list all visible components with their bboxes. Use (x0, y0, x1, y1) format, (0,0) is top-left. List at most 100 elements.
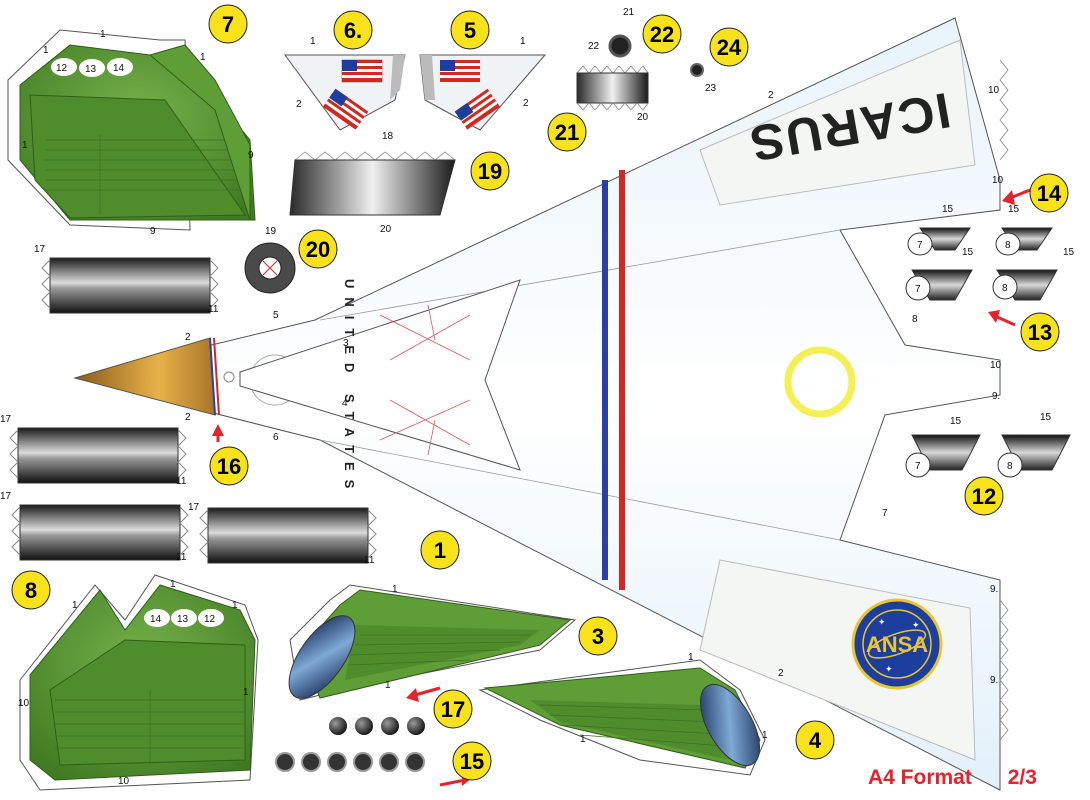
sheet-footer: A4 Format 2/3 (868, 766, 1037, 790)
lbl: 3 (343, 338, 349, 349)
lbl: 10 (18, 698, 30, 709)
svg-text:4: 4 (809, 728, 822, 753)
svg-text:6.: 6. (344, 18, 362, 43)
lbl: 15 (950, 416, 962, 427)
part-22-disc (608, 34, 632, 58)
lbl: 7 (882, 508, 888, 519)
lbl: 17 (188, 502, 200, 513)
svg-text:15: 15 (460, 749, 484, 774)
callout-24: 24 (709, 27, 749, 67)
callout-17: 17 (433, 689, 473, 729)
lbl: 8 (1002, 283, 1008, 294)
svg-text:13: 13 (1028, 320, 1052, 345)
lbl: 1 (392, 584, 398, 595)
format-label: A4 Format (868, 766, 972, 789)
lbl: 7 (917, 240, 923, 251)
svg-text:22: 22 (650, 22, 674, 47)
logo-text: ANSA (866, 632, 928, 657)
lbl: 1 (72, 600, 78, 611)
lbl: 9. (992, 391, 1000, 402)
us-flag (454, 88, 501, 130)
part-15-rings (275, 752, 425, 772)
callout-19: 19 (470, 151, 510, 191)
svg-text:17: 17 (441, 697, 465, 722)
exhaust-tube-top (41, 257, 219, 314)
svg-text:3: 3 (592, 624, 604, 649)
svg-text:12: 12 (972, 484, 996, 509)
lbl: 23 (705, 83, 717, 94)
lbl: 18 (382, 131, 394, 142)
part-21-small-tube (576, 65, 649, 111)
callout-3: 3 (578, 616, 618, 656)
us-flag (342, 60, 382, 82)
lbl: 1 (243, 687, 249, 698)
lbl: 20 (637, 112, 649, 123)
lbl: 2 (185, 412, 191, 423)
lbl: 17 (34, 244, 46, 255)
callout-21: 21 (547, 112, 587, 152)
lbl: 2 (523, 98, 529, 109)
ansa-logo: ANSA ✦ ✦ ✦ (851, 598, 943, 690)
us-flag (322, 88, 369, 130)
lbl: 11 (176, 552, 187, 563)
lbl: 20 (380, 224, 392, 235)
lbl: 8 (1007, 461, 1013, 472)
lbl: 1 (688, 652, 694, 663)
lbl: 7 (915, 461, 921, 472)
svg-text:14: 14 (1037, 181, 1062, 206)
us-flag (440, 60, 480, 82)
lbl: 12 (56, 63, 68, 74)
callout-20: 20 (298, 229, 338, 269)
fasteners-14-13-12 (144, 609, 224, 627)
lbl: 19 (265, 226, 277, 237)
callout-8: 8 (11, 570, 51, 610)
callout-1: 1 (420, 530, 460, 570)
lbl: 15 (1040, 412, 1052, 423)
lbl: 8 (1005, 240, 1011, 251)
svg-text:24: 24 (717, 35, 742, 60)
lbl: 5 (273, 310, 279, 321)
svg-text:5: 5 (464, 18, 476, 43)
fin-set-12 (905, 434, 1071, 478)
lbl: 10 (990, 360, 1002, 371)
page-number: 2/3 (1007, 766, 1037, 789)
lbl: 1 (580, 734, 586, 745)
lbl: 17 (0, 491, 12, 502)
lbl: 4 (342, 398, 348, 409)
fin-set-14 (905, 227, 1058, 301)
exhaust-tube-middle (9, 427, 187, 484)
part-6-flag-panel (284, 54, 406, 131)
lbl: 14 (113, 63, 125, 74)
callout-4: 4 (795, 720, 835, 760)
lbl: 2 (185, 332, 191, 343)
svg-text:✦: ✦ (885, 664, 893, 674)
callout-12: 12 (964, 476, 1004, 516)
lbl: 1 (22, 140, 28, 151)
lbl: 11 (364, 555, 375, 566)
callout-22: 22 (642, 14, 682, 54)
svg-text:21: 21 (555, 120, 579, 145)
callout-7: 7 (208, 4, 248, 44)
lbl: 15 (962, 247, 974, 258)
callout-15: 15 (452, 741, 492, 781)
lbl: 12 (204, 614, 216, 625)
svg-text:✦: ✦ (912, 620, 920, 630)
part-7-cockpit-panel (7, 29, 256, 231)
lbl: 8 (912, 314, 918, 325)
callout-6: 6. (333, 10, 373, 50)
main-wing-part: ICARUS ANSA ✦ ✦ ✦ UNITED STATES (73, 17, 1009, 791)
svg-text:16: 16 (217, 454, 241, 479)
part-8-cockpit-panel (19, 574, 259, 791)
part-5-flag-panel (419, 54, 547, 131)
lbl: 1 (232, 600, 238, 611)
marker-ring (784, 346, 856, 418)
callout-14: 14 (1029, 173, 1069, 213)
lbl: 11 (176, 476, 187, 487)
lbl: 9. (990, 584, 998, 595)
lbl: 2 (778, 668, 784, 679)
lbl: 10 (992, 175, 1004, 186)
